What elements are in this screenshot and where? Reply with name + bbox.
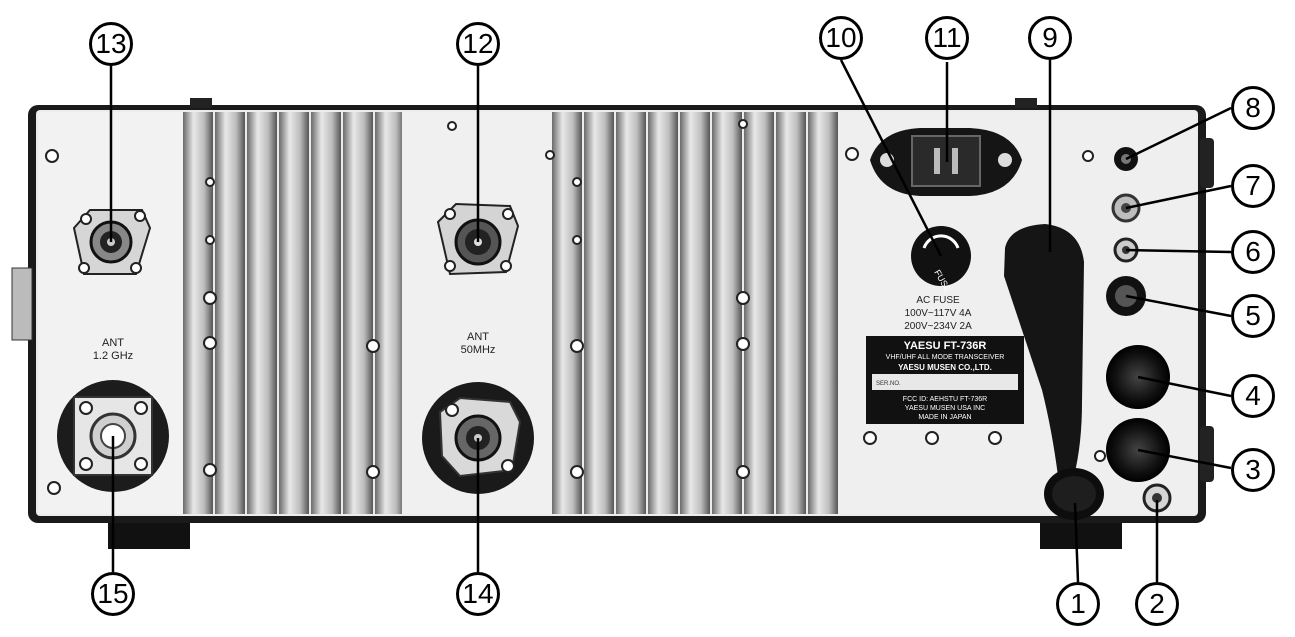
callout-12: 12 — [456, 22, 500, 66]
ac-fuse-label-line3: 200V~234V 2A — [904, 321, 972, 332]
callout-13: 13 — [89, 22, 133, 66]
nameplate — [866, 336, 1024, 424]
screws — [45, 119, 1106, 495]
ac-fuse-label-line2: 100V~117V 4A — [905, 308, 972, 319]
nameplate-line6: YAESU MUSEN USA INC — [905, 405, 985, 412]
heatsink-fin — [183, 112, 213, 514]
heatsink-fin — [375, 112, 405, 514]
heatsink-fin — [648, 112, 678, 514]
callout-1: 1 — [1056, 582, 1100, 626]
callout-2: 2 — [1135, 582, 1179, 626]
callout-8: 8 — [1231, 86, 1275, 130]
nameplate-line2: VHF/UHF ALL MODE TRANSCEIVER — [886, 354, 1005, 361]
side-lug-left — [11, 267, 33, 341]
heatsink-fin — [616, 112, 646, 514]
heatsink-fin — [776, 112, 806, 514]
side-lug-right-top — [1200, 138, 1214, 188]
leader-lines — [109, 59, 1232, 583]
top-tab-left — [190, 98, 212, 108]
ac-fuse-label-line1: AC FUSE — [916, 295, 960, 306]
nameplate-line1: YAESU FT-736R — [904, 340, 987, 352]
top-tab-right — [1015, 98, 1037, 108]
heatsink-fin — [343, 112, 373, 514]
callout-14: 14 — [456, 572, 500, 616]
heatsink-fin — [744, 112, 774, 514]
ant-12ghz-label-line1: ANT — [102, 337, 124, 349]
heatsink-fin — [279, 112, 309, 514]
jack-7[interactable] — [1111, 193, 1141, 223]
callout-5: 5 — [1231, 294, 1275, 338]
heatsink-fin — [311, 112, 341, 514]
side-lug-right-bottom — [1200, 426, 1214, 482]
ant-12ghz-label-line2: 1.2 GHz — [93, 350, 133, 362]
heatsink-fin — [712, 112, 742, 514]
callout-10: 10 — [819, 16, 863, 60]
nameplate-line3: YAESU MUSEN CO.,LTD. — [898, 363, 992, 372]
nameplate-line7: MADE IN JAPAN — [918, 414, 971, 421]
heatsink-fin — [552, 112, 582, 514]
callout-7: 7 — [1231, 164, 1275, 208]
heatsink-fin — [215, 112, 245, 514]
callout-9: 9 — [1028, 16, 1072, 60]
ant-50mhz-label-line1: ANT — [467, 331, 489, 343]
nameplate-line5: FCC ID: AEHSTU FT-736R — [903, 396, 987, 403]
callout-6: 6 — [1231, 230, 1275, 274]
callout-11: 11 — [925, 16, 969, 60]
ant-50mhz-label-line2: 50MHz — [461, 344, 496, 356]
power-cord[interactable] — [1004, 224, 1104, 520]
heatsink-fin — [584, 112, 614, 514]
heatsink-fin — [247, 112, 277, 514]
callout-15: 15 — [91, 572, 135, 616]
heatsink-fin — [680, 112, 710, 514]
heatsink-fin — [808, 112, 838, 514]
heatsink-fins — [183, 112, 838, 514]
callout-4: 4 — [1231, 374, 1275, 418]
nameplate-line4: SER.NO. — [876, 381, 901, 387]
callout-3: 3 — [1231, 448, 1275, 492]
